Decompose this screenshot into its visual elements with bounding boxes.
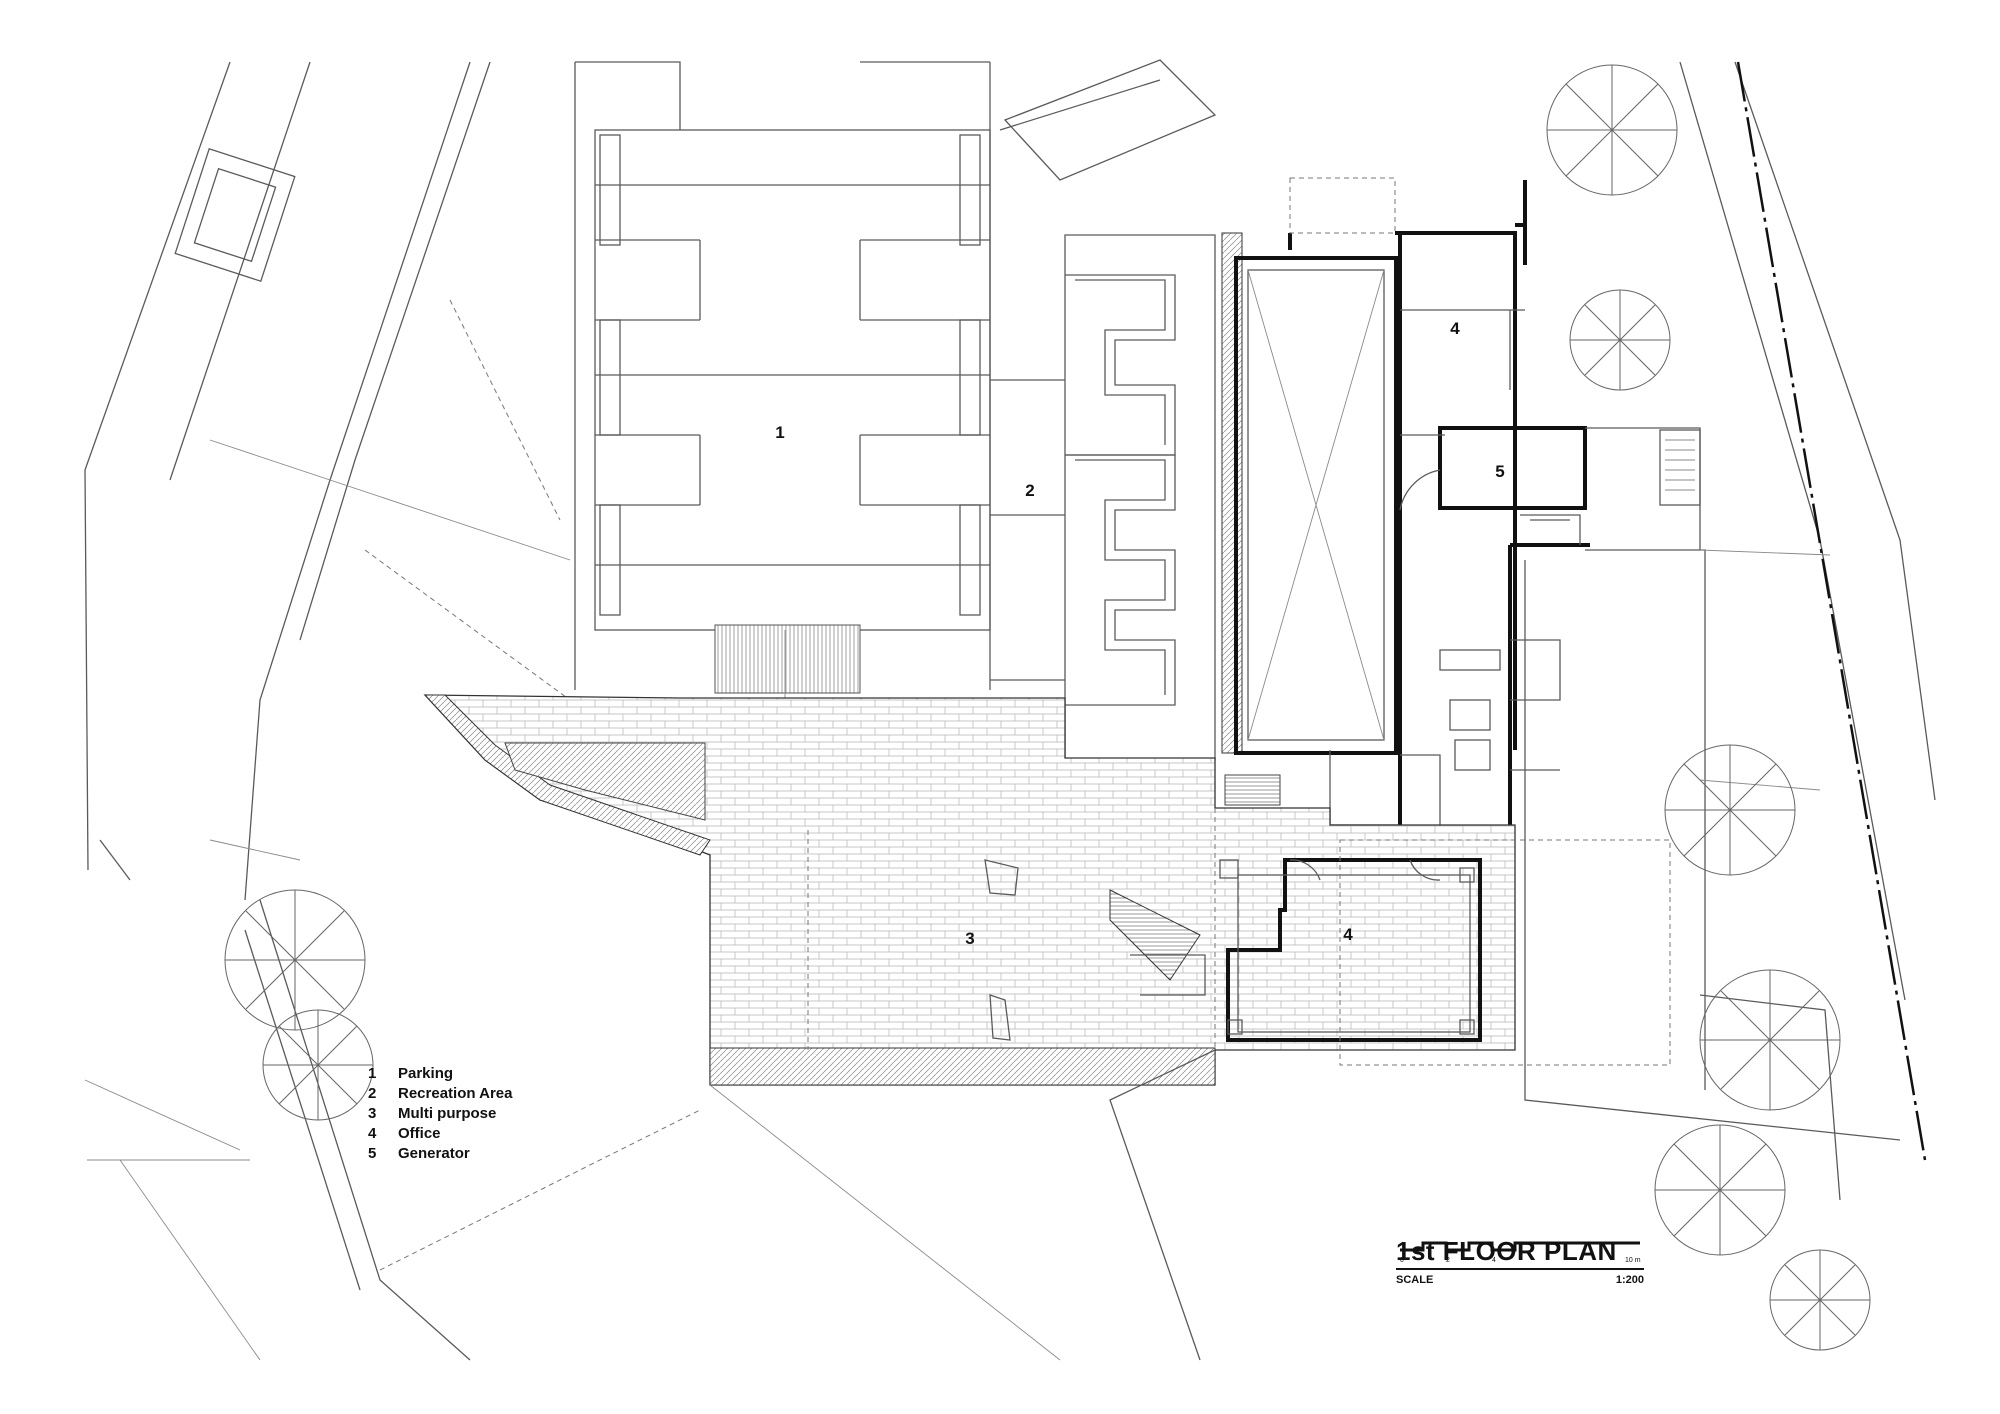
plan-title: 1st FLOOR PLAN [1396,1236,1617,1266]
scale-value: 1:200 [1615,1274,1644,1286]
legend-item: 2 Recreation Area [368,1084,513,1104]
legend-number: 5 [368,1145,377,1162]
legend: 1 Parking 2 Recreation Area 3 Multi purp… [368,1064,513,1164]
office-generator-block [1329,180,1701,830]
scale-tick-0: 0 [1400,1257,1404,1264]
title-rule [1396,1268,1644,1270]
legend-item: 1 Parking [368,1064,513,1084]
legend-item: 3 Multi purpose [368,1104,513,1124]
title-block: 1st FLOOR PLAN SCALE 1:200 [1396,1236,1644,1286]
legend-number: 2 [368,1085,377,1102]
site-roads [84,61,701,1361]
room-number-multipurpose: 3 [965,929,974,948]
scale-tick-10: 10 m [1625,1257,1641,1264]
scale-bar: 0 2 4 10 m [1400,1241,1641,1264]
legend-label: Generator [398,1145,470,1162]
site-right [1524,61,1936,1201]
room-number-recreation: 2 [1025,481,1034,500]
room-number-parking: 1 [775,423,784,442]
multipurpose-plaza [423,694,1516,1086]
room-number-generator: 5 [1495,462,1504,481]
parking-block [574,61,991,700]
legend-number: 1 [368,1065,377,1082]
trees [224,64,1871,1351]
hall-block [1221,177,1517,755]
legend-number: 3 [368,1105,377,1122]
legend-label: Recreation Area [398,1085,513,1102]
scale-tick-2: 2 [1446,1257,1450,1264]
legend-label: Office [398,1125,441,1142]
legend-number: 4 [368,1125,377,1142]
legend-item: 5 Generator [368,1144,513,1164]
scale-tick-4: 4 [1492,1257,1496,1264]
scale-label: SCALE [1396,1274,1434,1286]
room-number-office-lower: 4 [1343,925,1353,944]
lower-office-block [709,839,1671,1361]
scale-row: SCALE 1:200 [1396,1274,1644,1286]
legend-label: Multi purpose [398,1105,497,1122]
legend-item: 4 Office [368,1124,513,1144]
recreation-area [990,59,1217,761]
legend-label: Parking [398,1065,454,1082]
room-number-office-upper: 4 [1450,319,1460,338]
